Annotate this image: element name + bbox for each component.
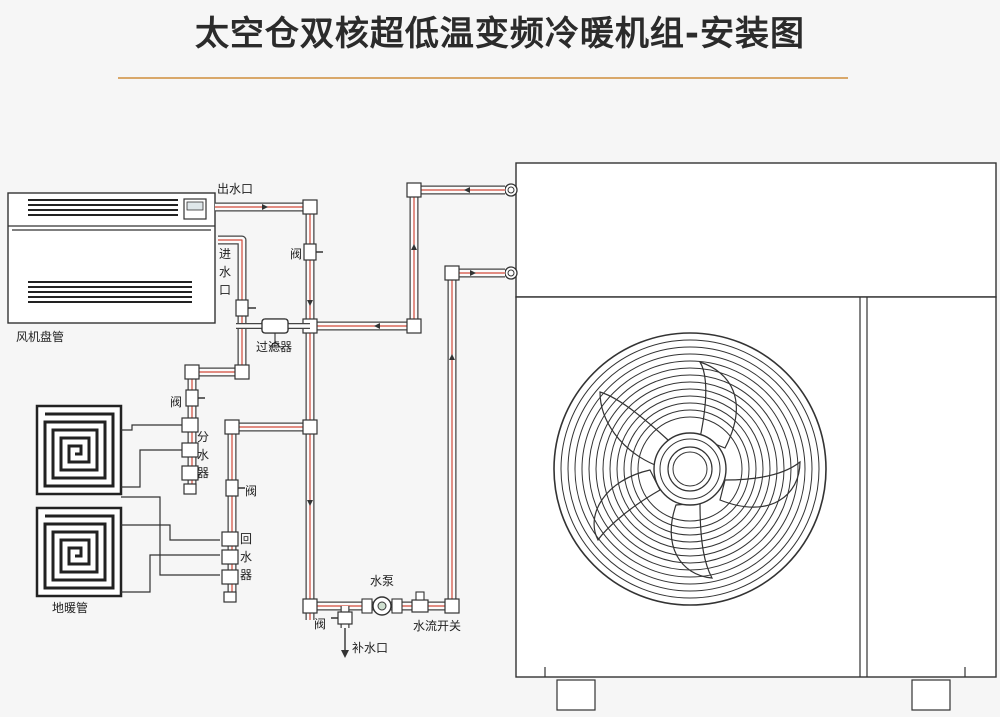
- unit-body: [515, 296, 997, 678]
- label-distributor-1: 分: [197, 430, 209, 444]
- heat-pump-unit: [504, 162, 997, 711]
- fan-coil-top-grille: [28, 199, 178, 216]
- fan-coil-bottom-grille: [28, 281, 192, 303]
- page-title: 太空仓双核超低温变频冷暖机组-安装图: [194, 14, 806, 54]
- label-fan-coil: 风机盘管: [16, 329, 64, 344]
- floor-heating-coil-upper: [35, 404, 123, 496]
- unit-outlet-fitting: [504, 183, 518, 197]
- fan-blades: [593, 360, 801, 579]
- fan-guard: [553, 332, 827, 606]
- collector-manifold: [221, 531, 239, 603]
- label-valve-left: 阀: [170, 395, 182, 409]
- title-divider: [118, 77, 848, 79]
- label-distributor-2: 水: [197, 448, 209, 462]
- label-collector-2: 水: [240, 550, 252, 564]
- label-valve-mid: 阀: [245, 484, 257, 498]
- water-pump: [361, 596, 403, 616]
- fan-hub: [653, 432, 727, 506]
- label-outlet: 出水口: [217, 182, 253, 196]
- flow-arrows: [262, 187, 476, 506]
- label-makeup: 补水口: [352, 641, 388, 655]
- label-collector-1: 回: [240, 532, 252, 546]
- flow-switch: [411, 591, 429, 613]
- pipe-elbows: [184, 182, 460, 614]
- label-flow-switch: 水流开关: [413, 619, 461, 633]
- label-valve-bottom: 阀: [314, 617, 326, 631]
- label-distributor-3: 器: [197, 466, 209, 480]
- label-inlet-3: 口: [219, 283, 231, 297]
- valves: [185, 243, 353, 625]
- floor-heating-coil-lower: [35, 506, 123, 598]
- fan-coil-unit: [7, 192, 216, 324]
- unit-inlet-fitting: [504, 266, 518, 280]
- filter: [236, 318, 310, 348]
- label-inlet-2: 水: [219, 265, 231, 279]
- floor-heating-connections: [121, 424, 220, 593]
- label-pump: 水泵: [370, 574, 394, 588]
- unit-foot-left: [556, 679, 596, 711]
- label-floor-heating: 地暖管: [52, 600, 88, 615]
- distributor-manifold: [181, 417, 199, 495]
- unit-foot-right: [911, 679, 951, 711]
- label-inlet-1: 进: [219, 247, 231, 261]
- unit-top-section: [515, 162, 997, 298]
- label-collector-3: 器: [240, 568, 252, 582]
- label-filter: 过滤器: [256, 340, 292, 354]
- label-valve-top: 阀: [290, 247, 302, 261]
